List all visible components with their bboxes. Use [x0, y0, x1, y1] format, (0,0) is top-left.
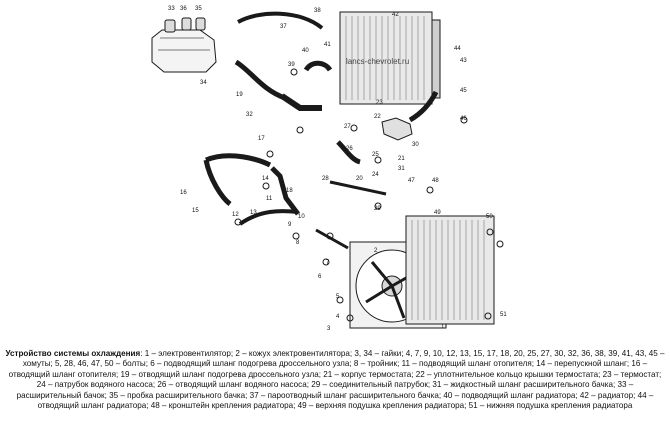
heater-outlet-hose — [203, 153, 272, 206]
pump-pipe — [315, 228, 349, 250]
callout-16: 16 — [180, 190, 187, 196]
callout-35: 35 — [195, 6, 202, 12]
callout-31: 31 — [398, 166, 405, 172]
callout-17: 17 — [258, 136, 265, 142]
callout-21: 21 — [398, 156, 405, 162]
callout-8: 8 — [296, 240, 300, 246]
steam-hose — [237, 11, 324, 30]
callout-27: 27 — [344, 124, 351, 130]
callout-5: 5 — [336, 294, 340, 300]
callout-25: 25 — [372, 152, 379, 158]
callout-11: 11 — [266, 196, 273, 202]
radiator — [339, 11, 441, 105]
callout-14: 14 — [262, 176, 269, 182]
callout-42: 42 — [392, 12, 399, 18]
callout-13: 13 — [250, 210, 257, 216]
connecting-pipe — [280, 93, 322, 111]
callout-29: 29 — [374, 206, 381, 212]
callout-41: 41 — [324, 42, 331, 48]
callout-51: 51 — [500, 312, 507, 318]
pump-outlet-hose — [336, 140, 361, 165]
caption-body: : 1 – электровентилятор; 2 – кожух элект… — [8, 349, 665, 411]
callout-20: 20 — [356, 176, 363, 182]
callout-33: 33 — [168, 6, 175, 12]
callout-4: 4 — [336, 314, 340, 320]
callout-6: 6 — [318, 274, 322, 280]
callout-47: 47 — [408, 178, 415, 184]
callout-1: 1 — [441, 324, 445, 330]
coolant-hose — [303, 60, 333, 72]
radiator-lower — [405, 215, 495, 325]
cooling-system-diagram: lancs-chevrolet.ru 1 2 3 4 5 6 7 8 9 10 … — [151, 6, 507, 332]
callout-39: 39 — [288, 62, 295, 68]
callout-30: 30 — [412, 142, 419, 148]
callout-23: 23 — [376, 100, 383, 106]
callout-45: 45 — [460, 88, 467, 94]
expansion-tank — [151, 17, 217, 73]
callout-49: 49 — [434, 210, 441, 216]
callout-18: 18 — [286, 188, 293, 194]
callout-19: 19 — [236, 92, 243, 98]
callout-24: 24 — [372, 172, 379, 178]
callout-28: 28 — [322, 176, 329, 182]
bypass-rod — [329, 180, 387, 196]
callout-7: 7 — [326, 260, 330, 266]
radiator-outlet-hose — [408, 90, 439, 123]
callout-38: 38 — [314, 8, 321, 14]
callout-3: 3 — [327, 326, 331, 332]
callout-43: 43 — [460, 58, 467, 64]
callout-15: 15 — [192, 208, 199, 214]
callout-46: 46 — [460, 116, 467, 122]
throttle-heater-hose — [238, 209, 299, 226]
callout-labels: 1 2 3 4 5 6 7 8 9 10 11 12 13 14 15 16 1… — [168, 6, 507, 332]
callout-36: 36 — [180, 6, 187, 12]
callout-12: 12 — [232, 212, 239, 218]
figure-caption: Устройство системы охлаждения: 1 – элект… — [4, 349, 666, 423]
callout-9: 9 — [288, 222, 292, 228]
callout-40: 40 — [302, 48, 309, 54]
callout-44: 44 — [454, 46, 461, 52]
watermark: lancs-chevrolet.ru — [346, 57, 409, 66]
callout-50: 50 — [486, 214, 493, 220]
caption-title: Устройство системы охлаждения — [5, 349, 141, 358]
callout-32: 32 — [246, 112, 253, 118]
heater-inlet-hose — [270, 166, 300, 216]
callout-26: 26 — [346, 146, 353, 152]
callout-34: 34 — [200, 80, 207, 86]
radiator-inlet-hose — [234, 59, 286, 101]
callout-22: 22 — [374, 114, 381, 120]
callout-37: 37 — [280, 24, 287, 30]
callout-2: 2 — [374, 248, 378, 254]
callout-48: 48 — [432, 178, 439, 184]
thermostat-housing — [381, 117, 413, 141]
callout-10: 10 — [298, 214, 305, 220]
